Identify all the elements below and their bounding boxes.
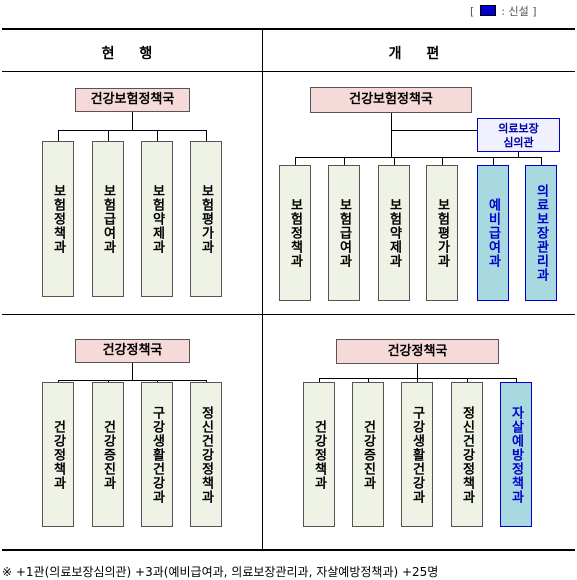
sub-box-label: 의료보장 심의관 bbox=[498, 122, 539, 149]
unit-box: 구강생활건강과 bbox=[141, 382, 173, 527]
connector bbox=[295, 157, 296, 165]
new-unit-label: 의료보장관리과 bbox=[533, 184, 549, 282]
connector bbox=[108, 380, 109, 382]
header-divider bbox=[2, 71, 575, 72]
legend-new-swatch bbox=[479, 5, 496, 16]
unit-box: 보험평가과 bbox=[190, 141, 222, 297]
connector bbox=[516, 378, 517, 382]
unit-label: 보험정책과 bbox=[50, 184, 66, 254]
connector bbox=[58, 130, 59, 141]
connector bbox=[132, 363, 133, 381]
connector bbox=[394, 157, 395, 165]
new-unit-box: 의료보장관리과 bbox=[525, 165, 557, 301]
bottom-right-bureau-box: 건강정책국 bbox=[336, 339, 499, 364]
column-divider bbox=[262, 28, 263, 551]
new-unit-box: 예비급여과 bbox=[477, 165, 509, 301]
connector bbox=[417, 364, 418, 379]
unit-box: 보험약제과 bbox=[141, 141, 173, 297]
unit-box: 구강생활건강과 bbox=[401, 382, 433, 527]
connector bbox=[391, 113, 392, 158]
connector bbox=[368, 378, 369, 382]
unit-label: 보험약제과 bbox=[386, 198, 402, 268]
unit-label: 보험평가과 bbox=[198, 184, 214, 254]
connector bbox=[206, 130, 207, 141]
new-unit-label: 예비급여과 bbox=[485, 198, 501, 268]
unit-label: 건강증진과 bbox=[100, 419, 116, 490]
connector bbox=[58, 130, 207, 131]
unit-box: 건강정책과 bbox=[42, 382, 74, 527]
unit-box: 보험급여과 bbox=[328, 165, 360, 301]
connector bbox=[295, 157, 542, 158]
unit-box: 건강정책과 bbox=[303, 382, 335, 527]
unit-label: 정신건강정책과 bbox=[198, 405, 214, 504]
new-unit-box: 자살예방정책과 bbox=[500, 382, 532, 527]
connector bbox=[344, 157, 345, 165]
top-right-bureau-box: 건강보험정책국 bbox=[310, 87, 472, 113]
top-right-sub-box: 의료보장 심의관 bbox=[477, 118, 560, 152]
connector bbox=[392, 130, 478, 131]
connector bbox=[132, 112, 133, 131]
unit-box: 보험정책과 bbox=[42, 141, 74, 297]
unit-box: 정신건강정책과 bbox=[451, 382, 483, 527]
unit-label: 보험정책과 bbox=[287, 198, 303, 268]
unit-label: 건강정책과 bbox=[311, 419, 327, 490]
unit-box: 정신건강정책과 bbox=[190, 382, 222, 527]
unit-label: 보험평가과 bbox=[434, 198, 450, 268]
footnote: ※ +1관(의료보장심의관) +3과(예비급여과, 의료보장관리과, 자살예방정… bbox=[2, 565, 439, 579]
unit-box: 건강증진과 bbox=[352, 382, 384, 527]
unit-label: 보험급여과 bbox=[100, 184, 116, 254]
header-revised: 개 편 bbox=[388, 46, 450, 62]
unit-box: 보험정책과 bbox=[279, 165, 311, 301]
unit-label: 보험급여과 bbox=[336, 198, 352, 268]
unit-label: 정신건강정책과 bbox=[459, 405, 475, 504]
connector bbox=[58, 380, 59, 382]
connector bbox=[319, 378, 517, 379]
connector bbox=[157, 380, 158, 382]
unit-label: 건강정책과 bbox=[50, 419, 66, 490]
unit-label: 보험약제과 bbox=[149, 184, 165, 254]
header-current: 현 행 bbox=[101, 46, 163, 62]
top-left-bureau-box: 건강보험정책국 bbox=[75, 88, 190, 112]
table-top-border bbox=[2, 28, 575, 30]
table-bottom-border bbox=[2, 549, 575, 551]
legend-text: : 신설 bbox=[501, 5, 529, 18]
connector bbox=[157, 130, 158, 141]
unit-box: 보험급여과 bbox=[92, 141, 124, 297]
bottom-left-bureau-box: 건강정책국 bbox=[75, 339, 190, 363]
connector bbox=[467, 378, 468, 382]
unit-box: 보험평가과 bbox=[426, 165, 458, 301]
connector bbox=[319, 378, 320, 382]
connector bbox=[58, 380, 207, 381]
legend-close-bracket: ] bbox=[532, 5, 537, 18]
connector bbox=[541, 157, 542, 165]
connector bbox=[108, 130, 109, 141]
unit-label: 구강생활건강과 bbox=[409, 405, 425, 504]
connector bbox=[493, 157, 494, 165]
unit-label: 구강생활건강과 bbox=[149, 405, 165, 504]
unit-box: 건강증진과 bbox=[92, 382, 124, 527]
connector bbox=[417, 378, 418, 382]
legend-open-bracket: [ bbox=[470, 5, 475, 18]
connector bbox=[518, 152, 519, 158]
unit-box: 보험약제과 bbox=[378, 165, 410, 301]
connector bbox=[442, 157, 443, 165]
legend: [ : 신설 ] bbox=[470, 3, 537, 19]
row-divider bbox=[2, 314, 575, 315]
connector bbox=[206, 380, 207, 382]
unit-label: 건강증진과 bbox=[360, 419, 376, 490]
new-unit-label: 자살예방정책과 bbox=[508, 405, 524, 504]
